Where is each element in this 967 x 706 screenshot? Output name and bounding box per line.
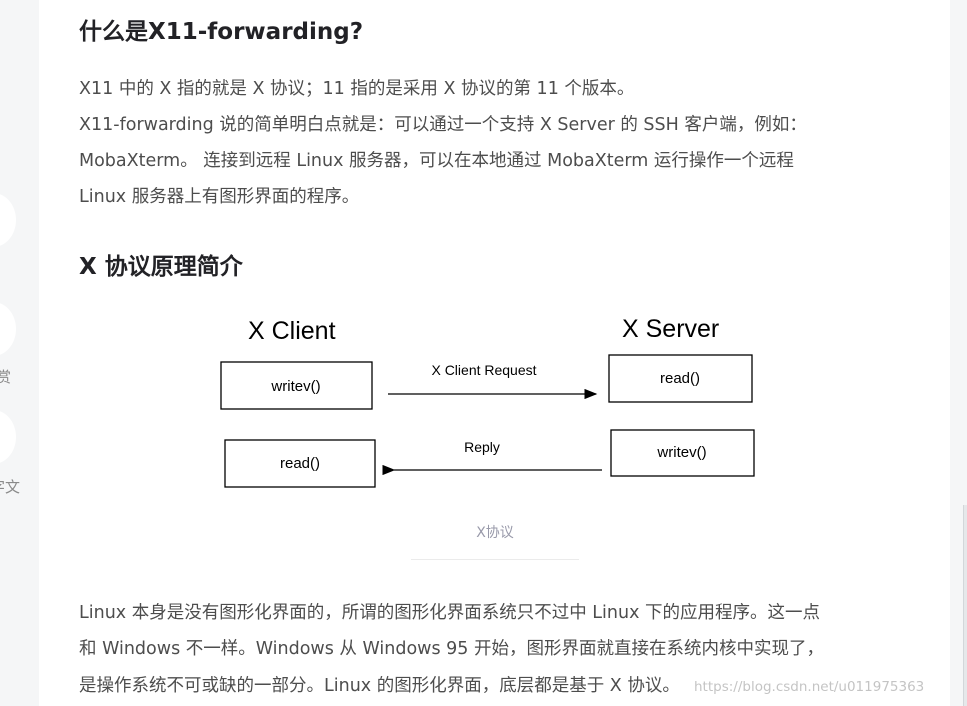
reward-button[interactable] — [0, 302, 16, 356]
scrollbar[interactable] — [963, 505, 967, 706]
reply-label: Reply — [464, 439, 500, 455]
server-title: X Server — [622, 315, 719, 343]
heading-x-protocol: X 协议原理简介 — [79, 254, 243, 280]
request-label: X Client Request — [431, 362, 536, 378]
figure-caption: X协议 — [476, 525, 514, 541]
text-mode-label: 字文 — [0, 478, 21, 496]
paragraph-line: X11 中的 X 指的就是 X 协议；11 指的是采用 X 协议的第 11 个版… — [79, 79, 635, 99]
side-toolbar: 赏 字文 — [0, 0, 40, 706]
text-mode-button[interactable] — [0, 410, 16, 464]
paragraph-line: Linux 本身是没有图形化界面的，所谓的图形化界面系统只不过中 Linux 下… — [79, 603, 820, 623]
paragraph-line: Linux 服务器上有图形界面的程序。 — [79, 187, 360, 207]
client-title: X Client — [248, 317, 336, 345]
paragraph-line: 是操作系统不可或缺的一部分。Linux 的图形化界面，底层都是基于 X 协议。 — [79, 676, 680, 696]
watermark-url: https://blog.csdn.net/u011975363 — [694, 679, 925, 695]
client-read-box — [224, 439, 376, 488]
article-content: 什么是X11-forwarding? X11 中的 X 指的就是 X 协议；11… — [39, 0, 950, 706]
x-protocol-diagram: X Client X Server writev() read() X Clie… — [214, 305, 764, 505]
side-action-button[interactable] — [0, 193, 16, 247]
client-writev-label: writev() — [270, 378, 320, 395]
heading-x11-forwarding: 什么是X11-forwarding? — [79, 19, 364, 45]
caption-divider — [411, 559, 579, 560]
reward-label: 赏 — [0, 368, 12, 386]
client-read-label: read() — [280, 455, 320, 472]
client-writev-box — [220, 361, 373, 410]
paragraph-line: MobaXterm。 连接到远程 Linux 服务器，可以在本地通过 MobaX… — [79, 151, 794, 171]
server-writev-box — [610, 429, 755, 477]
paragraph-line: X11-forwarding 说的简单明白点就是：可以通过一个支持 X Serv… — [79, 115, 807, 135]
x-protocol-diagram-svg: X Client X Server writev() read() X Clie… — [220, 315, 755, 488]
server-writev-label: writev() — [656, 444, 706, 461]
server-read-box — [608, 354, 753, 403]
paragraph-line: 和 Windows 不一样。Windows 从 Windows 95 开始，图形… — [79, 639, 824, 659]
server-read-label: read() — [660, 370, 700, 387]
